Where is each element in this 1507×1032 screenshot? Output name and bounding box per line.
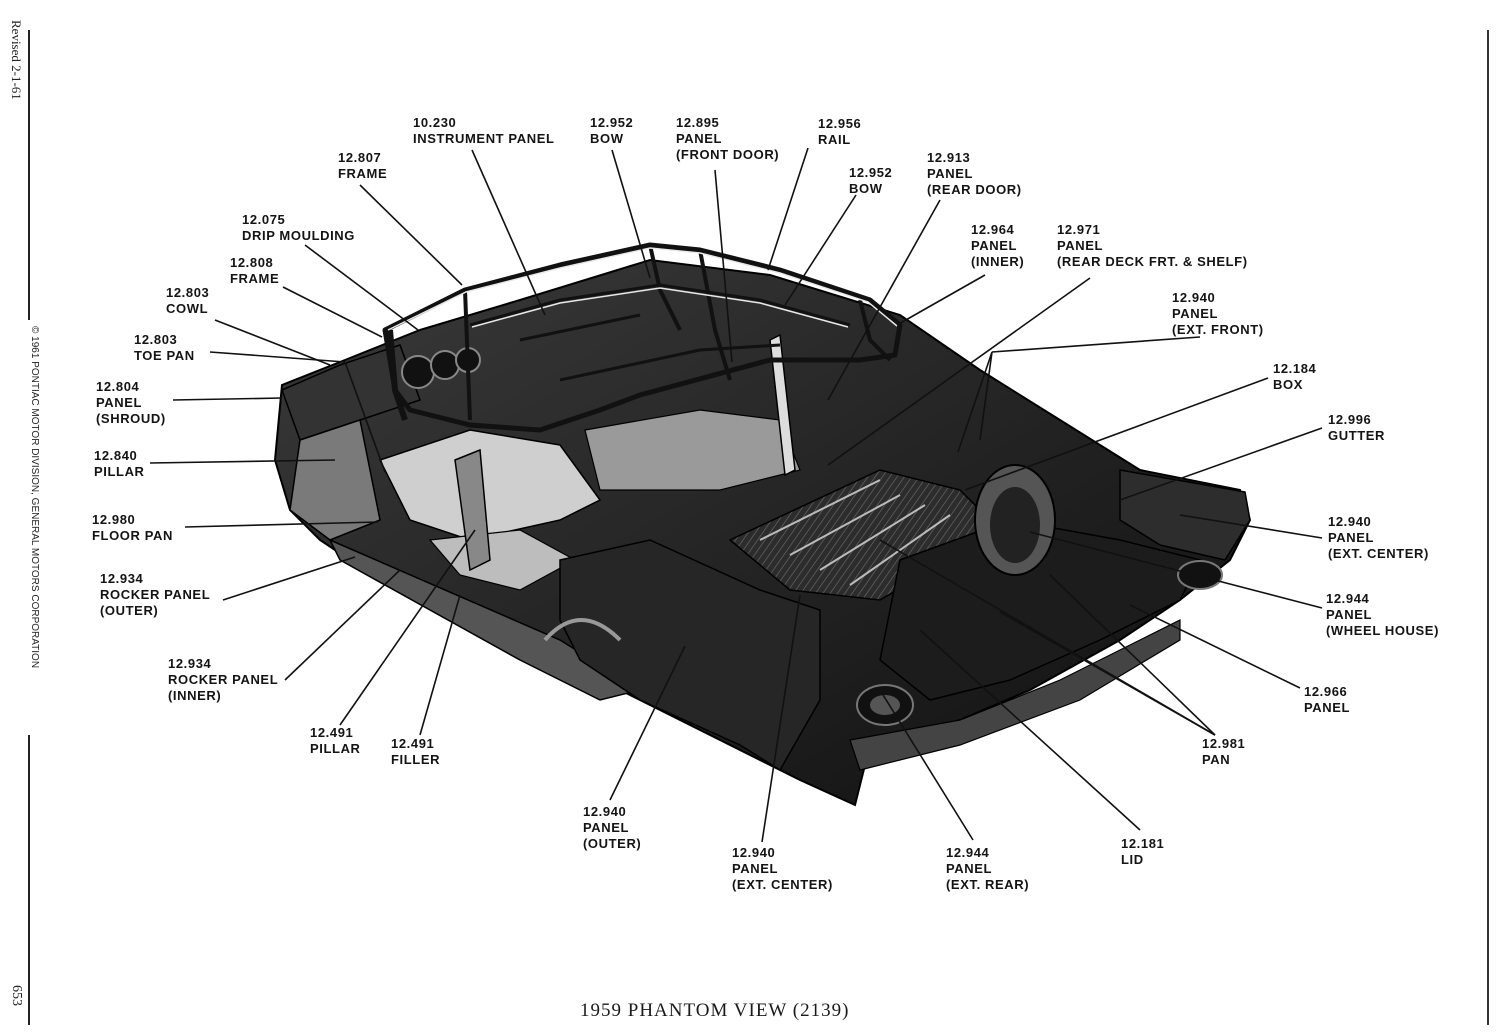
leader-lines (149, 147, 1323, 843)
roof-frame (382, 242, 903, 433)
margin-rule-top (28, 30, 30, 320)
body-shell (273, 258, 1252, 807)
roof-frame-highlights (387, 247, 898, 331)
right-page-edge (1487, 30, 1489, 1025)
figure-caption: 1959 PHANTOM VIEW (2139) (580, 1000, 850, 1021)
margin-rule-bottom (28, 735, 30, 1025)
